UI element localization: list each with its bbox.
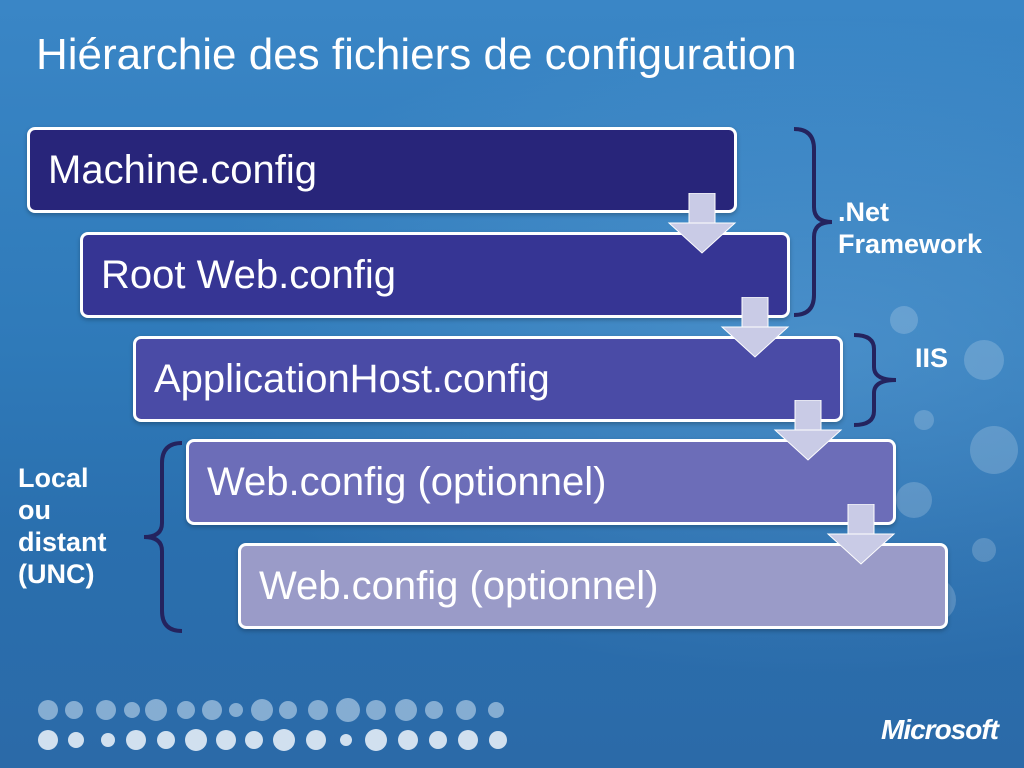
down-arrow-icon	[667, 193, 737, 254]
tier-machine-config: Machine.config	[27, 127, 737, 213]
tier-web-config-1: Web.config (optionnel)	[186, 439, 896, 525]
tier-root-web-config: Root Web.config	[80, 232, 790, 318]
left-brace-local	[143, 441, 183, 633]
microsoft-logo: Microsoft	[881, 714, 999, 745]
down-arrow-icon	[720, 297, 790, 358]
tier-label: Web.config (optionnel)	[207, 459, 607, 504]
group-label-net-framework: .Net Framework	[838, 197, 983, 259]
down-arrow-icon	[773, 400, 843, 461]
group-label-local: Local ou distant (UNC)	[18, 463, 107, 589]
tier-label: Root Web.config	[101, 252, 396, 297]
tier-label: Machine.config	[48, 147, 318, 192]
tier-label: Web.config (optionnel)	[259, 563, 659, 608]
tier-label: ApplicationHost.config	[154, 356, 550, 401]
footer-dots-decoration	[38, 698, 507, 751]
tier-applicationhost-config: ApplicationHost.config	[133, 336, 843, 422]
right-brace-net-framework	[793, 127, 833, 317]
down-arrow-icon	[826, 504, 896, 565]
group-label-iis: IIS	[915, 343, 949, 373]
right-brace-iis	[853, 333, 897, 427]
page-title: Hiérarchie des fichiers de configuration	[36, 30, 797, 79]
tier-web-config-2: Web.config (optionnel)	[238, 543, 948, 629]
